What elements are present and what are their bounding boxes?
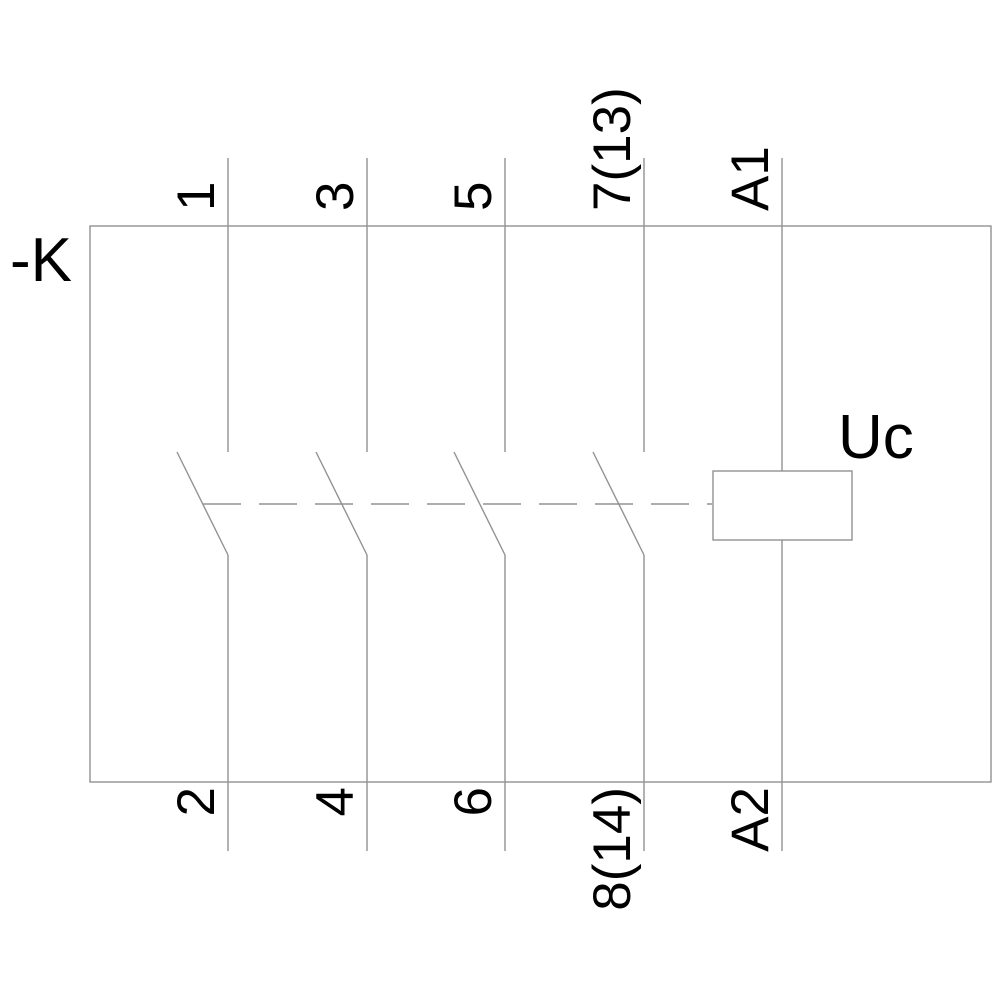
device-designation-label: -K (10, 226, 72, 295)
terminal-label-bottom-6: 6 (444, 787, 503, 816)
terminal-label-top-a1: A1 (721, 146, 780, 211)
pole-1 (176, 158, 229, 851)
terminal-label-top-5: 5 (444, 182, 503, 211)
terminal-label-bottom-4: 4 (306, 787, 365, 816)
pole-1-contact-blade (176, 451, 229, 556)
coil-circuit (712, 158, 853, 851)
pole-3 (453, 158, 506, 851)
device-outline (89, 225, 992, 783)
terminal-label-top-7-13: 7(13) (583, 87, 642, 211)
terminal-label-bottom-8-14: 8(14) (583, 787, 642, 911)
coil-voltage-label: Uc (838, 403, 914, 472)
terminal-label-bottom-2: 2 (167, 787, 226, 816)
coil-symbol (712, 470, 853, 541)
pole-3-contact-blade (453, 451, 506, 556)
terminal-label-bottom-a2: A2 (721, 787, 780, 852)
terminal-label-top-1: 1 (167, 182, 226, 211)
terminal-label-top-3: 3 (306, 182, 365, 211)
